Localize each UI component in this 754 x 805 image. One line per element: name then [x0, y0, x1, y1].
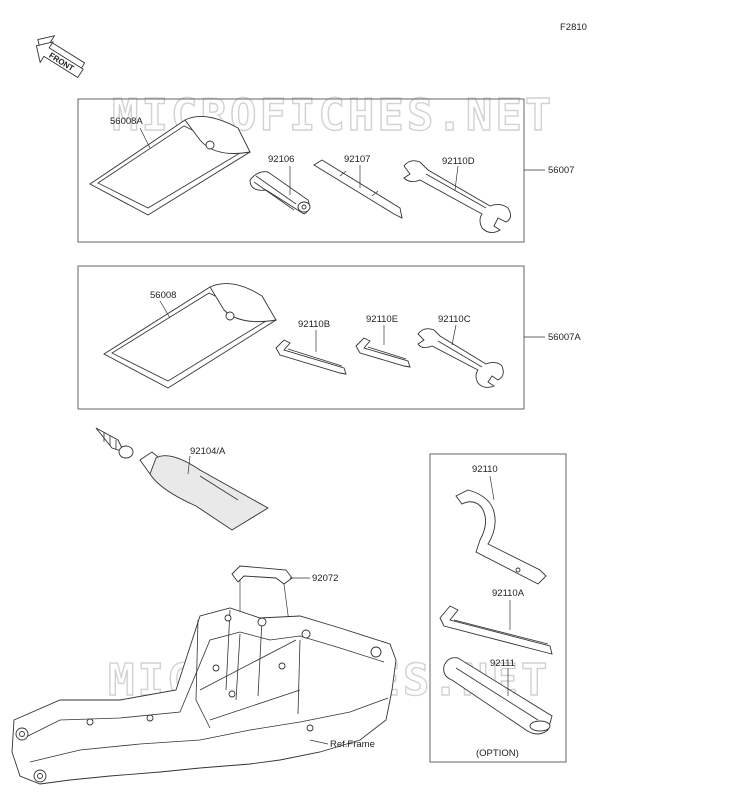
- hex-key-92110a: [439, 605, 553, 655]
- part-92110e-label: 92110E: [366, 314, 398, 325]
- part-92110b-label: 92110B: [298, 319, 330, 330]
- wrench-92110c: [417, 328, 504, 388]
- hex-key-92110b: [275, 339, 347, 375]
- part-92111-label: 92111: [490, 658, 515, 669]
- kit-56007a-box: [77, 265, 525, 410]
- hook-wrench-92110: [455, 489, 547, 585]
- part-92110c-label: 92110C: [438, 314, 471, 325]
- part-56007a-label: 56007A: [548, 332, 581, 343]
- part-92110d-label: 92110D: [442, 156, 475, 167]
- part-92106-label: 92106: [268, 154, 294, 165]
- wrench-92110d: [403, 160, 511, 233]
- tool-pouch-56008: [103, 283, 277, 389]
- front-arrow-icon: FRONT: [35, 35, 86, 79]
- part-92107-label: 92107: [344, 154, 370, 165]
- hex-key-92110e: [355, 337, 411, 368]
- tool-pouch-56008a: [89, 115, 251, 216]
- frame-reference: [11, 607, 397, 785]
- part-92110a-label: 92110A: [492, 588, 525, 599]
- part-92072-label: 92072: [312, 573, 338, 584]
- screwdriver-bit-92107: [313, 159, 403, 219]
- part-56007-label: 56007: [548, 165, 574, 176]
- option-label: (OPTION): [476, 748, 519, 759]
- part-56008a-label: 56008A: [110, 116, 143, 127]
- part-92110-label: 92110: [472, 464, 498, 475]
- figure-code: F2810: [560, 22, 587, 33]
- part-92104a-label: 92104/A: [190, 446, 226, 457]
- grease-tube-92104a: [95, 427, 269, 531]
- bracket-92072: [231, 565, 293, 585]
- option-box: [429, 453, 567, 763]
- ref-frame-label: Ref.Frame: [330, 739, 375, 750]
- screwdriver-handle-92106: [249, 171, 311, 215]
- part-56008-label: 56008: [150, 290, 176, 301]
- kit-56007-box: [77, 98, 525, 243]
- tool-92111: [443, 657, 553, 735]
